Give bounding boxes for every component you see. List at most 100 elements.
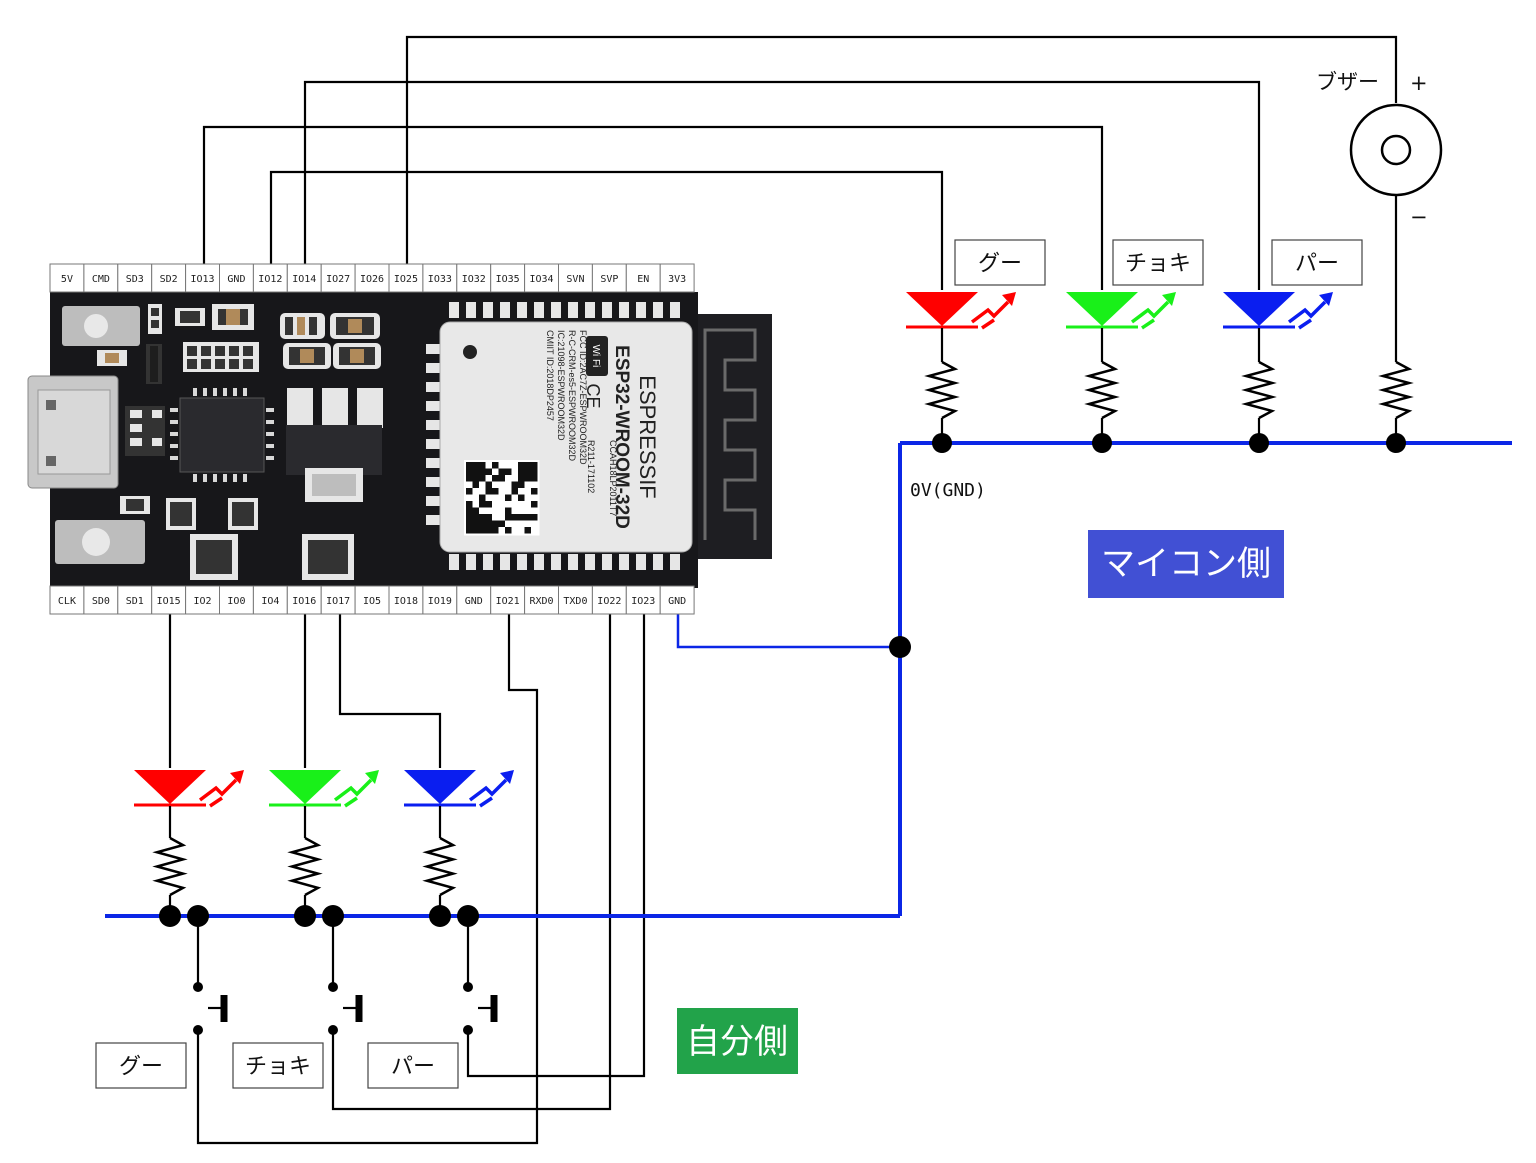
wifi-logo — [586, 336, 608, 376]
pin-label: IO15 — [157, 596, 181, 607]
pin-label: IO4 — [261, 596, 279, 607]
pin-io23: IO23 — [625, 585, 661, 615]
label-text: パー — [391, 1055, 435, 1080]
self-title: 自分側 — [686, 1022, 788, 1062]
smd-components — [97, 304, 383, 580]
junction-dot — [889, 636, 911, 658]
pin-io0: IO0 — [219, 585, 254, 615]
self-title-bg — [677, 1008, 798, 1074]
module-brand: ESPRESSIF — [635, 375, 660, 498]
pin-label: IO19 — [428, 596, 452, 607]
resistor-self-pa — [422, 836, 458, 897]
pin-label: IO2 — [194, 596, 212, 607]
pin-gnd: GND — [659, 585, 695, 615]
pin-io2: IO2 — [185, 585, 221, 615]
pin-label: RXD0 — [530, 596, 554, 607]
pin-label: IO21 — [496, 596, 520, 607]
antenna-area — [690, 314, 772, 559]
resistor-buzzer — [1378, 360, 1414, 420]
label-self-goo: グー — [95, 1042, 187, 1089]
pin-io19: IO19 — [422, 585, 458, 615]
pin-label: TXD0 — [563, 596, 587, 607]
pin-label: 5V — [61, 274, 73, 285]
pin-label: GND — [465, 596, 483, 607]
pin-label: IO22 — [597, 596, 621, 607]
resistor-micon-goo — [924, 360, 960, 420]
buzzer-minus: − — [1410, 205, 1428, 229]
pin-label: IO34 — [530, 274, 554, 285]
label-text: チョキ — [1125, 252, 1191, 277]
pin-gnd: GND — [456, 585, 492, 615]
pin-label: IO18 — [394, 596, 418, 607]
module-pads — [426, 302, 680, 570]
pin-en: EN — [625, 263, 661, 293]
pin-label: SVP — [600, 274, 618, 285]
pin-label: IO5 — [363, 596, 381, 607]
pin-label: CMD — [92, 274, 110, 285]
wire-io12-goo — [269, 170, 944, 290]
wire-io23-sw-pa — [466, 612, 646, 1078]
led-self-goo — [134, 770, 244, 808]
gnd-label: 0V(GND) — [910, 480, 986, 501]
pin-sd1: SD1 — [117, 585, 153, 615]
module-cert-right-2: R211-171102 — [586, 440, 596, 493]
pin-label: IO25 — [394, 274, 418, 285]
led-self-pa — [404, 770, 514, 808]
module-cert-3: IC:21098-ESPWROOM32D — [556, 330, 566, 441]
pin-label: IO33 — [428, 274, 452, 285]
micon-side-parts: グー チョキ パー — [906, 239, 1414, 453]
pin-label: SD3 — [126, 274, 144, 285]
ce-mark: CE — [583, 383, 603, 408]
resistor-self-goo — [152, 836, 188, 897]
pin-io4: IO4 — [252, 585, 288, 615]
label-self-choki: チョキ — [232, 1042, 324, 1089]
qr-code — [464, 460, 540, 536]
pin-5v: 5V — [49, 263, 85, 293]
pin-label: IO35 — [496, 274, 520, 285]
switch-self-goo — [193, 916, 228, 1035]
pin-label: IO26 — [360, 274, 384, 285]
pin-label: 3V3 — [668, 274, 686, 285]
usb-uart-chip — [179, 397, 265, 473]
junction-dot — [1386, 433, 1406, 453]
pin-label: SD2 — [160, 274, 178, 285]
wire-io25-buzzer — [405, 35, 1398, 265]
pin-sd0: SD0 — [83, 585, 119, 615]
resistor-self-choki — [287, 836, 323, 897]
pin-label: GND — [227, 274, 245, 285]
pin-svn: SVN — [558, 263, 593, 293]
pin-label: IO13 — [191, 274, 215, 285]
pin-io32: IO32 — [456, 263, 492, 293]
label-micon-goo: グー — [954, 239, 1046, 286]
pin-io21: IO21 — [490, 585, 526, 615]
led-self-choki — [269, 770, 379, 808]
buzzer-label: ブザー — [1316, 70, 1379, 94]
wire-io17-pa — [338, 612, 442, 768]
pin-io15: IO15 — [151, 585, 187, 615]
pin-io22: IO22 — [591, 585, 627, 615]
switch-self-pa — [463, 916, 498, 1035]
pin-label: IO12 — [258, 274, 282, 285]
resistor-micon-pa — [1241, 360, 1277, 420]
pin-label: GND — [668, 596, 686, 607]
pin-label: SVN — [566, 274, 584, 285]
pin-io17: IO17 — [320, 585, 356, 615]
pin1-marker — [463, 345, 477, 359]
module-cert-1: FCC ID:2AC7Z-ESPWROOM32D — [578, 330, 588, 465]
pin-3v3: 3V3 — [659, 263, 695, 293]
pin-label: SD1 — [126, 596, 144, 607]
label-text: パー — [1295, 252, 1339, 277]
pin-io14: IO14 — [286, 263, 322, 293]
pin-label: EN — [637, 274, 649, 285]
pin-io33: IO33 — [422, 263, 458, 293]
led-micon-choki — [1066, 292, 1176, 330]
pin-rxd0: RXD0 — [524, 585, 559, 615]
pin-label: IO14 — [292, 274, 316, 285]
resistor-micon-choki — [1084, 360, 1120, 420]
pin-label: IO17 — [326, 596, 350, 607]
switch-self-choki — [328, 916, 363, 1035]
pin-cmd: CMD — [83, 263, 119, 293]
